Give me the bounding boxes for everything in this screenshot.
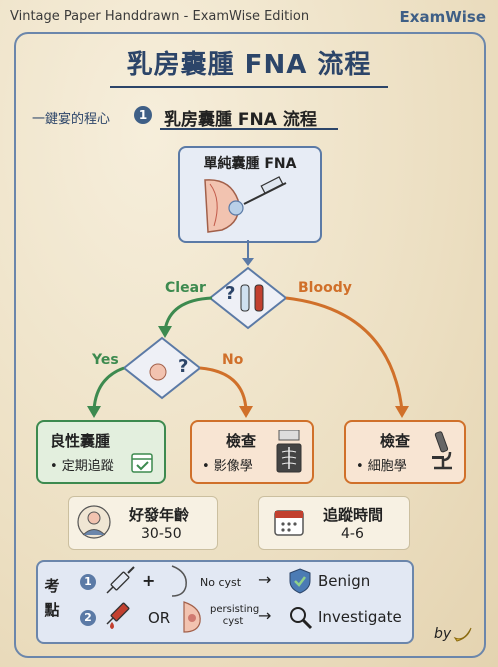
outcome-imaging-sub: • 影像學 — [202, 459, 253, 474]
outcome-benign-title: 良性囊腫 — [50, 432, 111, 450]
key-points-label: 考 點 — [38, 574, 66, 622]
outcome-imaging-title: 檢查 — [226, 432, 257, 450]
breast-outline-icon — [171, 565, 187, 597]
syringe-icon — [106, 566, 135, 594]
blood-tubes-icon — [240, 284, 264, 312]
key-points-label-bottom: 點 — [44, 601, 60, 619]
header-caption: Vintage Paper Handdrawn - ExamWise Editi… — [10, 9, 310, 24]
info-followup-label: 追蹤時間 — [323, 506, 384, 524]
breast-icon — [149, 363, 167, 381]
subtitle-number-badge: 1 — [134, 106, 152, 124]
question-mark-1: ? — [225, 283, 236, 304]
key-point-1-op: + — [142, 571, 156, 590]
question-mark-2: ? — [178, 356, 189, 377]
info-followup-value: 4-6 — [341, 526, 364, 542]
key-point-2-number: 2 — [80, 610, 96, 626]
info-age-label: 好發年齡 — [129, 506, 190, 524]
microscope-icon — [432, 431, 452, 470]
arrow-right-icon-2: → — [258, 606, 272, 625]
info-age-value: 30-50 — [141, 526, 182, 542]
key-points-box — [36, 560, 414, 644]
xray-icon — [276, 430, 302, 473]
key-point-1-number: 1 — [80, 574, 96, 590]
outcome-cytology-sub: • 細胞學 — [356, 459, 407, 474]
fna-start-box — [178, 146, 322, 243]
banana-icon — [453, 627, 472, 642]
breast-lump-icon — [183, 601, 201, 633]
magnifier-icon — [290, 607, 313, 630]
breast-syringe-icon — [204, 176, 287, 233]
outcome-benign-box: 良性囊腫 • 定期追蹤 — [36, 420, 166, 484]
branch-bloody-label: Bloody — [298, 280, 352, 296]
outcome-benign-sub: • 定期追蹤 — [50, 459, 114, 474]
key-point-1-result: Benign — [318, 572, 371, 590]
key-points-label-top: 考 — [44, 577, 60, 595]
calendar-icon — [274, 510, 304, 536]
brand-logo: ExamWise — [399, 8, 486, 26]
subtitle-prefix: 一鍵宴的程心 — [32, 112, 111, 127]
outcome-cytology-title: 檢查 — [380, 432, 411, 450]
person-icon — [77, 505, 111, 539]
shield-check-icon — [289, 568, 311, 594]
branch-yes-label: Yes — [92, 352, 119, 368]
fna-start-label: 單純囊腫 FNA — [203, 156, 297, 172]
card-frame — [14, 32, 486, 658]
outcome-cytology-box: 檢查 • 細胞學 — [344, 420, 466, 484]
info-followup-box: 追蹤時間 4-6 — [258, 496, 410, 550]
subtitle-underline — [160, 128, 338, 130]
title-underline — [110, 86, 388, 88]
page-title: 乳房囊腫 FNA 流程 — [126, 50, 372, 80]
arrow-right-icon: → — [258, 570, 272, 589]
key-point-2-op: OR — [148, 609, 171, 627]
branch-clear-label: Clear — [165, 280, 206, 296]
branch-no-label: No — [222, 352, 244, 368]
outcome-imaging-box: 檢查 • 影像學 — [190, 420, 314, 484]
info-age-box: 好發年齡 30-50 — [68, 496, 218, 550]
footer-by: by — [434, 626, 452, 642]
subtitle-text: 乳房囊腫 FNA 流程 — [164, 110, 317, 130]
key-point-1-note: No cyst — [200, 576, 242, 589]
bloody-syringe-icon — [106, 602, 130, 629]
calendar-check-icon — [131, 453, 153, 473]
key-point-2-result: Investigate — [318, 608, 402, 626]
key-point-2-note: persisting cyst — [210, 604, 260, 627]
